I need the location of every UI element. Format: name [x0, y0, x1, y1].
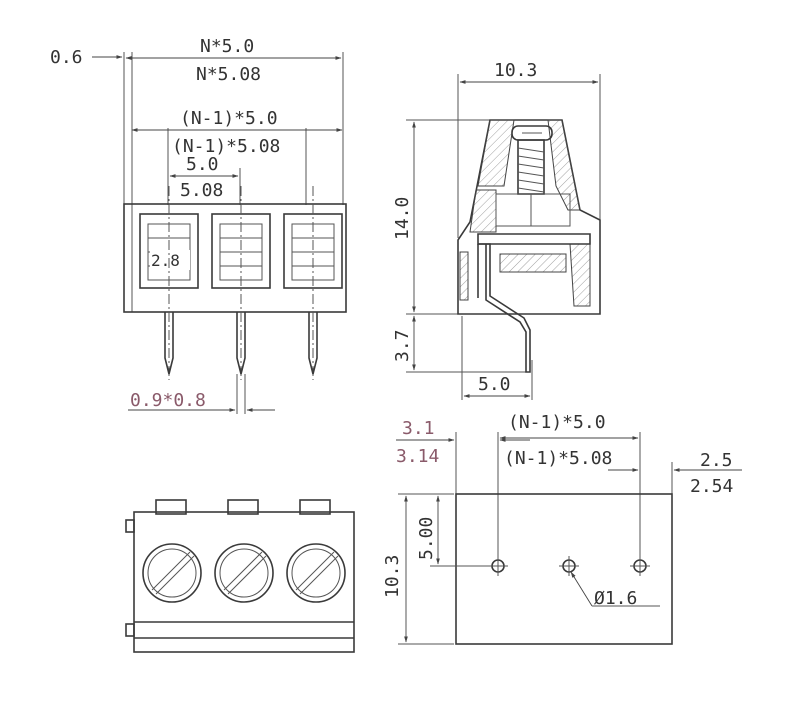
pcb-span-label-1: (N-1)*5.0 — [508, 412, 606, 433]
side-view: 10.3 14.0 3.7 5.0 — [392, 60, 601, 400]
pcb-layout-view: 3.1 3.14 (N-1)*5.0 (N-1)*5.08 2.5 2.54 1… — [382, 412, 742, 645]
front-body — [123, 203, 347, 313]
opening-label: 2.8 — [151, 251, 180, 270]
pcb-hole-3 — [630, 556, 650, 576]
right-label-2: 2.54 — [690, 476, 733, 497]
screw-head-3 — [286, 543, 346, 603]
pcb-outline — [455, 493, 673, 645]
pin-1 — [164, 312, 174, 375]
pcb-hole-1 — [488, 556, 508, 576]
screw — [511, 125, 553, 195]
right-label-1: 2.5 — [700, 450, 733, 471]
total-width-label-1: N*5.0 — [200, 36, 254, 57]
pitch-label-1: 5.0 — [186, 154, 219, 175]
edge-label-2: 3.14 — [396, 446, 439, 467]
side-width-label: 10.3 — [494, 60, 537, 81]
row-label: 5.00 — [416, 517, 437, 560]
side-pin — [478, 243, 531, 373]
total-width-label-2: N*5.08 — [196, 64, 261, 85]
pitch-label-2: 5.08 — [180, 180, 223, 201]
pin-offset-label: 5.0 — [478, 374, 511, 395]
side-height-label: 14.0 — [392, 197, 413, 240]
offset-label: 0.6 — [50, 47, 83, 68]
bottom-view — [125, 499, 355, 653]
bottom-body — [133, 511, 355, 653]
pcb-span-label-2: (N-1)*5.08 — [504, 448, 612, 469]
pin-label: 0.9*0.8 — [130, 390, 206, 411]
pcb-height-label: 10.3 — [382, 555, 403, 598]
pin-3 — [308, 312, 318, 375]
hole-label: Ø1.6 — [594, 588, 637, 609]
screw-head-1 — [142, 543, 202, 603]
edge-label-1: 3.1 — [402, 418, 435, 439]
pin-length-label: 3.7 — [392, 329, 413, 362]
pin-2 — [236, 312, 246, 375]
pcb-hole-2 — [559, 556, 579, 576]
span-label-1: (N-1)*5.0 — [180, 108, 278, 129]
span-label-2: (N-1)*5.08 — [172, 136, 280, 157]
screw-head-2 — [214, 543, 274, 603]
front-view: 0.6 N*5.0 N*5.08 (N-1)*5.0 (N-1)*5.08 5.… — [50, 36, 347, 414]
